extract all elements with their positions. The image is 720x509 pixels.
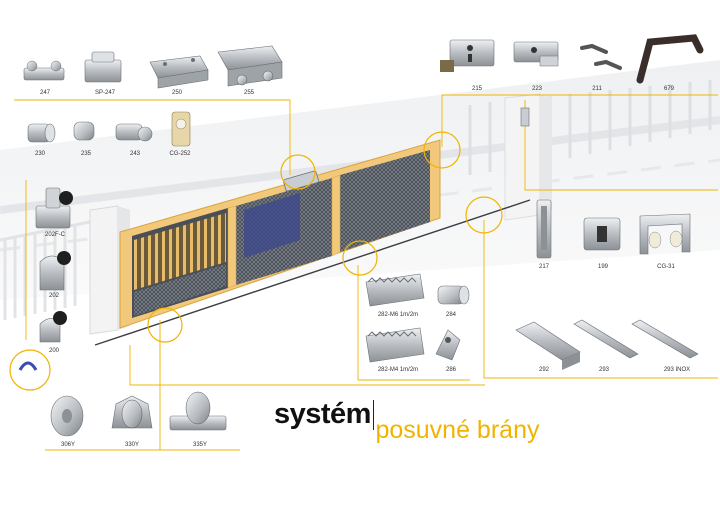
ground-rail (94, 199, 531, 346)
part-282m6-icon (365, 273, 425, 307)
label-211: 211 (592, 86, 602, 92)
brand-divider (372, 400, 375, 430)
part-202-icon (39, 251, 71, 291)
label-200: 200 (48, 348, 60, 354)
label-293inox: 293 INOX (663, 367, 691, 373)
part-202fc-icon (35, 187, 73, 229)
part-292-icon (515, 321, 581, 370)
part-230-icon (27, 123, 56, 143)
callout-circles (9, 131, 503, 391)
fence-left (0, 220, 91, 320)
part-cg31-icon (639, 213, 691, 255)
label-202: 202 (48, 293, 60, 299)
sliding-gate (119, 139, 441, 329)
label-679: 679 (663, 86, 675, 92)
label-293: 293 (598, 367, 610, 373)
part-217-icon (536, 199, 552, 259)
label-335y: 335Y (192, 442, 208, 448)
part-293inox-icon (631, 319, 699, 359)
label-250: 250 (171, 90, 183, 96)
part-293-icon (573, 319, 639, 359)
wheel-detail-icon (18, 361, 38, 371)
part-284-icon (437, 285, 470, 305)
part-211-icon (580, 43, 622, 70)
part-200-icon (39, 311, 67, 343)
latch-detail-icon (520, 107, 530, 127)
label-286: 286 (445, 367, 457, 373)
part-330y-icon (111, 395, 153, 429)
label-247: 247 (39, 90, 51, 96)
part-sp247-icon (84, 51, 122, 83)
brand-title: systém (274, 398, 371, 430)
part-235-icon (73, 121, 95, 141)
part-306y-icon (50, 395, 84, 437)
label-292: 292 (538, 367, 550, 373)
label-255: 255 (243, 90, 255, 96)
label-282m6: 282-M6 1m/2m (377, 312, 419, 318)
label-202fc: 202F-C (44, 232, 66, 238)
label-sp247: SP-247 (94, 90, 116, 96)
part-223-icon (513, 41, 559, 67)
label-223: 223 (531, 86, 543, 92)
label-cg252: CG-252 (169, 151, 191, 157)
brand-subtitle: posuvné brány (375, 416, 540, 444)
label-235: 235 (80, 151, 92, 157)
part-250-icon (149, 55, 209, 89)
part-335y-icon (169, 391, 227, 431)
part-243-icon (115, 123, 153, 142)
part-199-icon (583, 217, 621, 251)
label-306y: 306Y (60, 442, 76, 448)
label-330y: 330Y (124, 442, 140, 448)
label-cg31: CG-31 (657, 264, 675, 270)
label-215: 215 (471, 86, 483, 92)
label-243: 243 (129, 151, 141, 157)
part-247-icon (23, 60, 65, 81)
part-cg252-icon (171, 111, 191, 147)
label-230: 230 (34, 151, 46, 157)
label-199: 199 (597, 264, 609, 270)
part-215-icon (440, 39, 495, 72)
part-282m4-icon (365, 327, 425, 363)
part-679-icon (636, 34, 704, 84)
part-255-icon (217, 45, 283, 87)
label-284: 284 (445, 312, 457, 318)
label-217: 217 (538, 264, 550, 270)
callout-lines (14, 94, 718, 451)
label-282m4: 282-M4 1m/2m (377, 367, 419, 373)
part-286-icon (435, 329, 461, 361)
